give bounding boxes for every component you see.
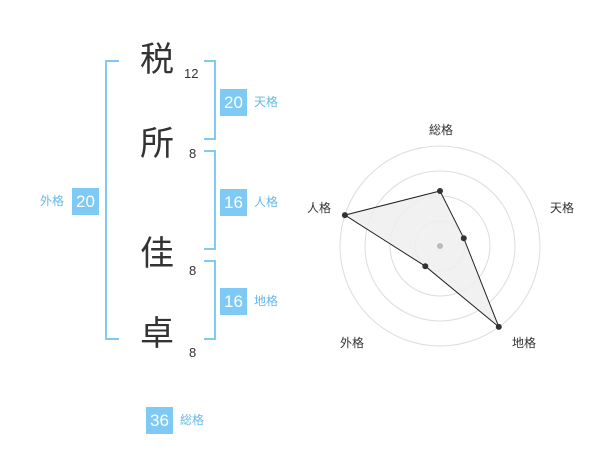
tenkaku-value: 20 (220, 89, 247, 116)
name-char-1: 税 (140, 40, 174, 80)
radar-label-lower-right: 地格 (512, 335, 536, 350)
jinkaku-bracket (204, 150, 216, 250)
radar-chart: 総格 天格 地格 外格 人格 (307, 122, 574, 350)
radar-center (437, 243, 443, 249)
name-char-4-strokes: 8 (189, 345, 197, 360)
name-char-3: 佳 (140, 234, 174, 274)
name-char-4: 卓 (140, 314, 174, 354)
radar-point (422, 263, 429, 270)
name-char-2: 所 (140, 124, 174, 164)
jinkaku-label: 人格 (254, 195, 279, 209)
gaikaku-value: 20 (72, 188, 99, 215)
chikaku-bracket (204, 260, 216, 340)
radar-point (341, 212, 348, 219)
soukaku-value: 36 (146, 407, 173, 434)
gaikaku-label: 外格 (40, 194, 65, 208)
tenkaku-bracket (204, 60, 216, 140)
radar-area (343, 190, 500, 328)
gaikaku-bracket (105, 60, 119, 340)
chikaku-value: 16 (220, 288, 247, 315)
radar-point (460, 235, 467, 242)
radar-label-upper-right: 天格 (550, 200, 574, 215)
radar-point (437, 188, 443, 194)
name-char-2-strokes: 8 (189, 146, 197, 161)
jinkaku-value: 16 (220, 189, 247, 216)
radar-label-top: 総格 (429, 122, 453, 137)
radar-grid-ring (364, 170, 516, 322)
radar-point (495, 323, 502, 330)
tenkaku-label: 天格 (254, 95, 279, 109)
soukaku-label: 総格 (180, 413, 205, 427)
radar-grid-ring (339, 145, 541, 347)
radar-label-lower-left: 外格 (340, 335, 364, 350)
name-char-1-strokes: 12 (184, 66, 199, 81)
radar-points (341, 188, 502, 330)
radar-label-upper-left: 人格 (307, 200, 331, 215)
name-char-3-strokes: 8 (189, 263, 197, 278)
chikaku-label: 地格 (254, 294, 279, 308)
